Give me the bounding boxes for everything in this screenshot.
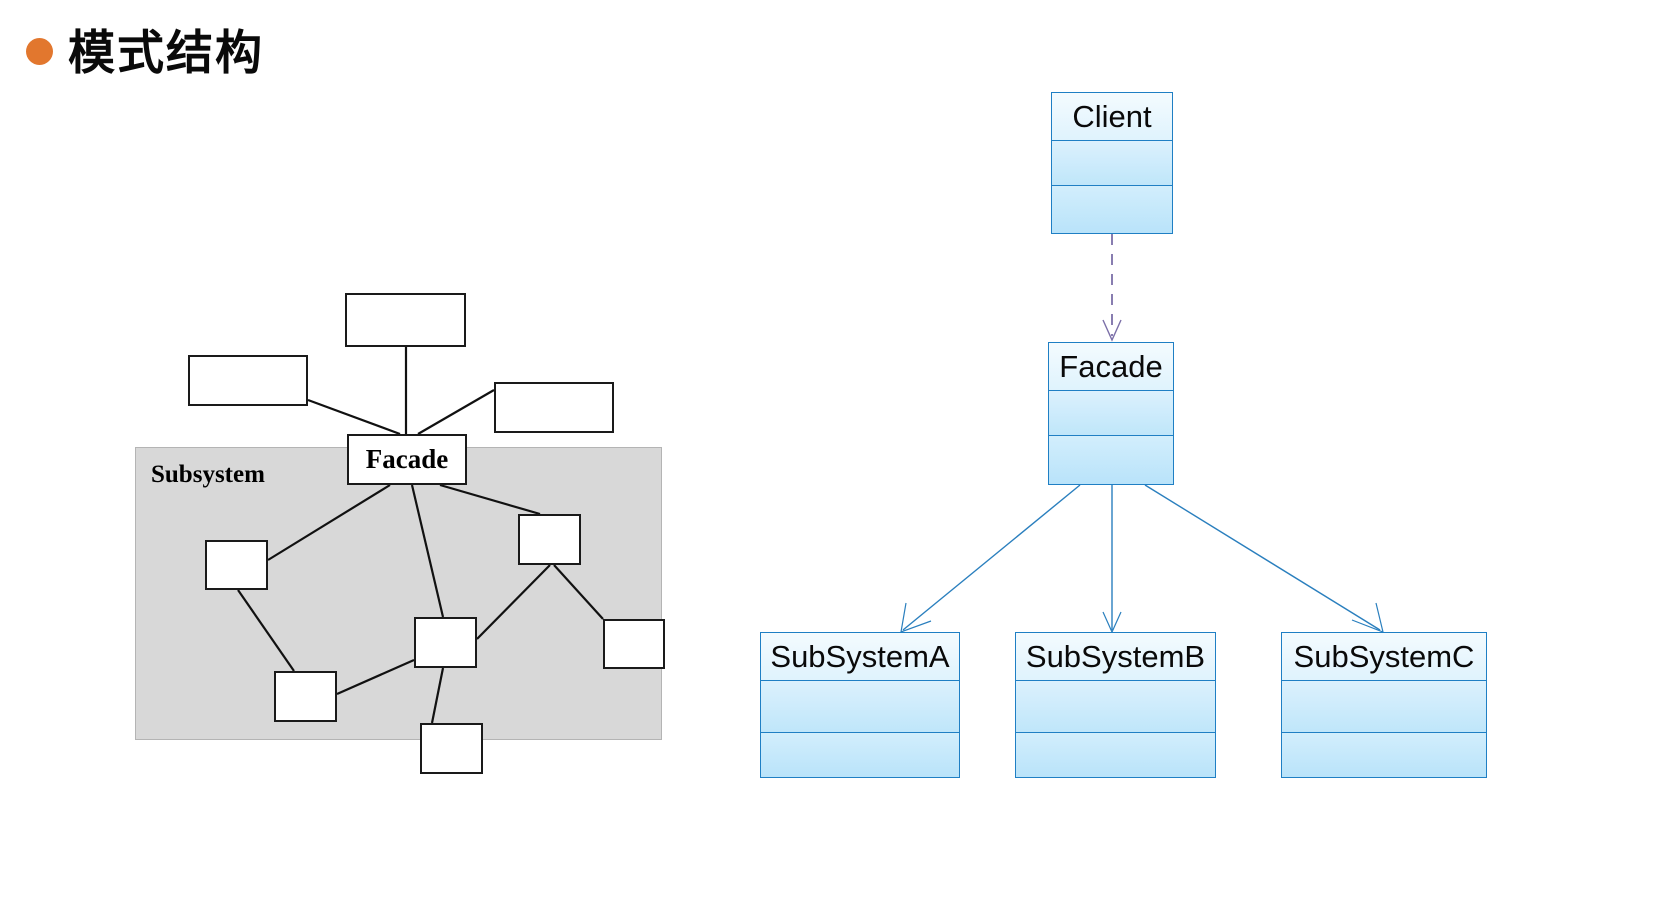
subsystem-box-6 (420, 723, 483, 774)
uml-operations-subsystema (761, 733, 959, 777)
relation-facade-to-subsystemb (1102, 485, 1122, 634)
uml-operations-subsystemc (1282, 733, 1486, 777)
subsystem-box-2 (518, 514, 581, 565)
uml-attributes-subsystema (761, 681, 959, 733)
uml-operations-subsystemb (1016, 733, 1215, 777)
subsystem-box-3 (414, 617, 477, 668)
client-box-right (494, 382, 614, 433)
uml-class-name-client: Client (1052, 93, 1172, 141)
uml-class-client[interactable]: Client (1051, 92, 1173, 234)
uml-class-subsystemb[interactable]: SubSystemB (1015, 632, 1216, 778)
uml-class-name-subsystemb: SubSystemB (1016, 633, 1215, 681)
uml-attributes-subsystemb (1016, 681, 1215, 733)
slide-header: 模式结构 (0, 0, 1672, 110)
subsystem-box-4 (274, 671, 337, 722)
uml-operations-facade (1049, 436, 1173, 484)
uml-class-subsystema[interactable]: SubSystemA (760, 632, 960, 778)
client-box-top (345, 293, 466, 347)
bullet-point-icon (26, 38, 53, 65)
uml-attributes-client (1052, 141, 1172, 186)
uml-operations-client (1052, 186, 1172, 233)
uml-class-facade[interactable]: Facade (1048, 342, 1174, 485)
relation-facade-to-subsystemc (1144, 484, 1384, 633)
uml-class-name-subsystemc: SubSystemC (1282, 633, 1486, 681)
client-box-left (188, 355, 308, 406)
relation-facade-to-subsystema (900, 484, 1081, 633)
uml-class-name-subsystema: SubSystemA (761, 633, 959, 681)
subsystem-box-5 (603, 619, 665, 669)
subsystem-box-1 (205, 540, 268, 590)
subsystem-label: Subsystem (151, 461, 265, 488)
uml-attributes-subsystemc (1282, 681, 1486, 733)
uml-attributes-facade (1049, 391, 1173, 436)
uml-class-subsystemc[interactable]: SubSystemC (1281, 632, 1487, 778)
page-title: 模式结构 (68, 26, 264, 81)
relation-client-to-facade (1102, 234, 1122, 342)
uml-class-name-facade: Facade (1049, 343, 1173, 391)
facade-box: Facade (347, 434, 467, 485)
